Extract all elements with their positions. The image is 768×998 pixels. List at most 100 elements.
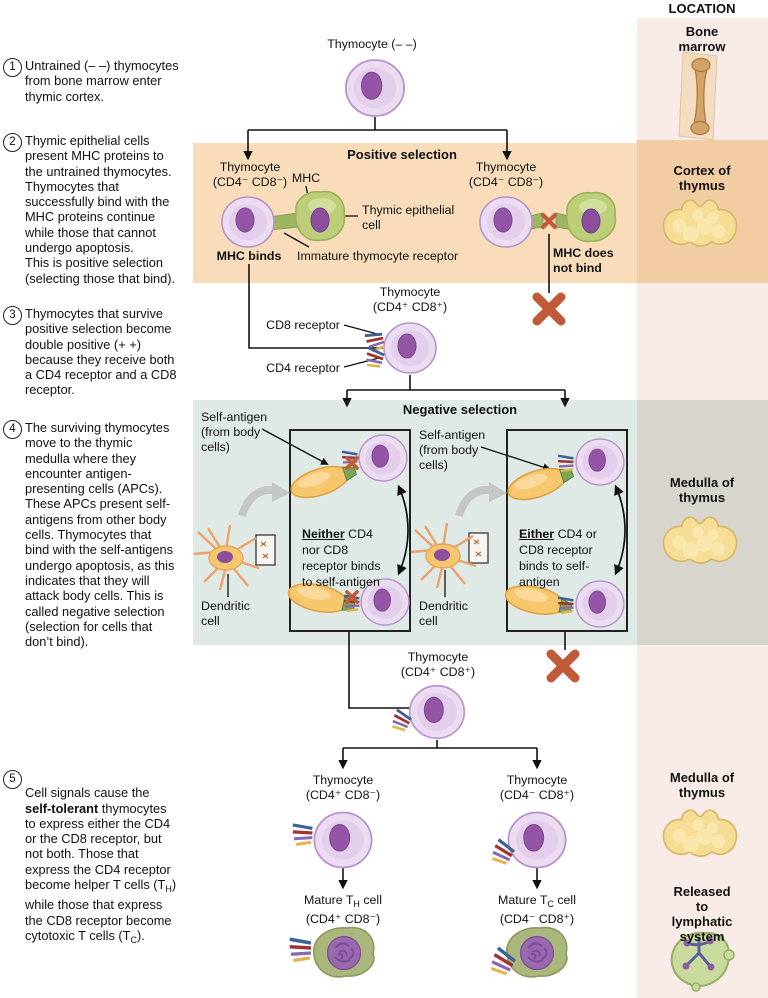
mhc-label: MHC (291, 171, 321, 185)
step-2-number: 2 (3, 133, 22, 152)
immature-receptor-label: Immature thymocyte receptor (297, 249, 459, 263)
antigen-box-right (468, 532, 489, 564)
location-medulla-label: Medulla of thymus (669, 475, 735, 505)
step-3-number: 3 (3, 306, 22, 325)
antigen-transfer-arrow-left (242, 482, 290, 516)
thymocyte-cell-cd4 (313, 811, 373, 869)
thymocyte-cell-top (344, 59, 406, 117)
receptors-mature-th (288, 937, 313, 963)
thymocyte-cell-double-positive (383, 322, 437, 374)
cd8-receptor-label: CD8 receptor (266, 318, 340, 332)
branch-left-label: Thymocyte (CD4⁺ CD8⁻) (305, 773, 381, 802)
thymus-cortex-icon (662, 199, 738, 247)
bone-marrow-icon (678, 51, 718, 141)
thymocyte-neg-left-top (358, 434, 408, 482)
apoptosis-x-icon-2 (551, 654, 575, 678)
pos-right-thymocyte-label: Thymocyte (CD4⁻ CD8⁻) (468, 160, 544, 189)
step-5-number: 5 (3, 770, 22, 789)
cd4-receptor-icon (362, 346, 387, 371)
mhc-binds-flow-line (248, 264, 383, 349)
thymus-medulla-icon (662, 516, 738, 564)
cd4-receptor-label: CD4 receptor (266, 361, 340, 375)
cd4-pointer-line (343, 357, 380, 368)
negative-rule-box-right (506, 429, 628, 632)
mature-tc-label: Mature TC cell (CD4⁻ CD8⁺) (498, 893, 576, 927)
step-5-part: Cell signals cause the (25, 785, 150, 801)
self-antigen-pointer-right (480, 446, 551, 471)
receptors-neg-right-top (556, 454, 575, 473)
step-5-sub-h: H (165, 884, 172, 895)
top-thymocyte-label: Thymocyte (– –) (327, 37, 417, 51)
self-antigen-pointer-left (261, 428, 329, 465)
location-medulla2-label: Medulla of thymus (669, 770, 735, 800)
either-rule-text: Either CD4 or CD8 receptor binds to self… (519, 510, 597, 590)
mature-tc-line1: Mature TC cell (498, 893, 576, 909)
thymocyte-cell-post-negative (408, 684, 466, 740)
cycle-arrow-left (397, 484, 409, 576)
dendritic-cell-label-left: Dendritic cell (201, 599, 250, 628)
step-5-part: thymocytes to express either the CD4 or … (25, 800, 171, 893)
immature-receptor-pointer-line (283, 232, 310, 248)
mhc-stub-right (555, 212, 569, 230)
thymocyte-cell-cd8 (507, 811, 567, 869)
neither-rest: CD4 nor CD8 receptor binds to self-antig… (302, 527, 381, 589)
mhc-binds-label: MHC binds (216, 249, 282, 263)
self-antigen-label-left: Self-antigen (from body cells) (201, 410, 268, 454)
step-1-number: 1 (3, 58, 22, 77)
neither-rule-text: Neither CD4 nor CD8 receptor binds to se… (302, 510, 381, 590)
location-cortex-label: Cortex of thymus (673, 163, 731, 193)
dendritic-cell-right (409, 521, 478, 590)
either-rest: CD4 or CD8 receptor binds to self- antig… (519, 527, 597, 589)
neither-emphasis: Neither (302, 527, 345, 541)
branch-right-label: Thymocyte (CD4⁻ CD8⁺) (499, 773, 575, 802)
mhc-does-not-bind-label: MHC does not bind (553, 246, 614, 275)
receptors-cd4-branch (291, 823, 315, 847)
mature-th-cell (312, 926, 375, 978)
dendritic-cell-left (192, 523, 261, 592)
mature-th-line1: Mature TH cell (304, 893, 382, 909)
pos-left-thymocyte-label: Thymocyte (CD4⁻ CD8⁻) (212, 160, 288, 189)
antigen-transfer-arrow-right (459, 482, 507, 516)
mature-tc-cell (505, 926, 568, 978)
negative-selection-title: Negative selection (402, 402, 518, 417)
positive-selection-title: Positive selection (347, 147, 457, 162)
location-bone-label: Bone marrow (678, 24, 726, 54)
step-1-text: Untrained (– –) thymocytes from bone mar… (25, 58, 179, 104)
antigen-box-left (255, 534, 276, 566)
step-5-sub-c: C (130, 934, 137, 945)
dendritic-cell-label-right: Dendritic cell (419, 599, 468, 628)
thymocyte-cell-pos-right (479, 196, 533, 248)
self-antigen-label-right: Self-antigen (from body cells) (419, 428, 486, 472)
post-negative-label: Thymocyte (CD4⁺ CD8⁺) (400, 650, 476, 679)
double-positive-label: Thymocyte (CD4⁺ CD8⁺) (372, 285, 448, 314)
step-4-number: 4 (3, 420, 22, 439)
no-bind-x-icon (543, 215, 555, 227)
thymocyte-cell-pos-left (221, 196, 275, 248)
step-5-text: Cell signals cause the self-tolerant thy… (25, 770, 197, 948)
cycle-arrow-right (614, 484, 626, 576)
epithelial-cell-right (565, 191, 617, 243)
thymus-medulla2-icon (662, 809, 738, 857)
mature-th-line2: (CD4⁺ CD8⁻) (305, 912, 381, 926)
negative-exit-left (348, 631, 410, 709)
either-emphasis: Either (519, 527, 555, 541)
location-released-label: Released to lymphatic system (671, 884, 733, 944)
mature-th-label: Mature TH cell (CD4⁺ CD8⁻) (304, 893, 382, 927)
step-2-text: Thymic epithelial cells present MHC prot… (25, 133, 176, 286)
flow-lines (227, 117, 626, 890)
apoptosis-x-icon-1 (537, 297, 561, 321)
epithelial-cell-label: Thymic epithelial cell (362, 203, 455, 232)
step-3-text: Thymocytes that survive positive selecti… (25, 306, 177, 398)
step-5-bold: self-tolerant (25, 800, 99, 816)
epithelial-cell-left (294, 190, 346, 242)
mature-tc-line2: (CD4⁻ CD8⁺) (499, 912, 575, 926)
negative-rule-box-left (289, 429, 411, 632)
step-5-part: ) while those that express the CD8 recep… (25, 877, 177, 943)
location-header: LOCATION (668, 1, 736, 16)
location-gap-band (637, 283, 768, 400)
step-4-text: The surviving thymocytes move to the thy… (25, 420, 175, 650)
cd8-pointer-line (343, 324, 382, 336)
step-5-part: ). (136, 927, 145, 943)
